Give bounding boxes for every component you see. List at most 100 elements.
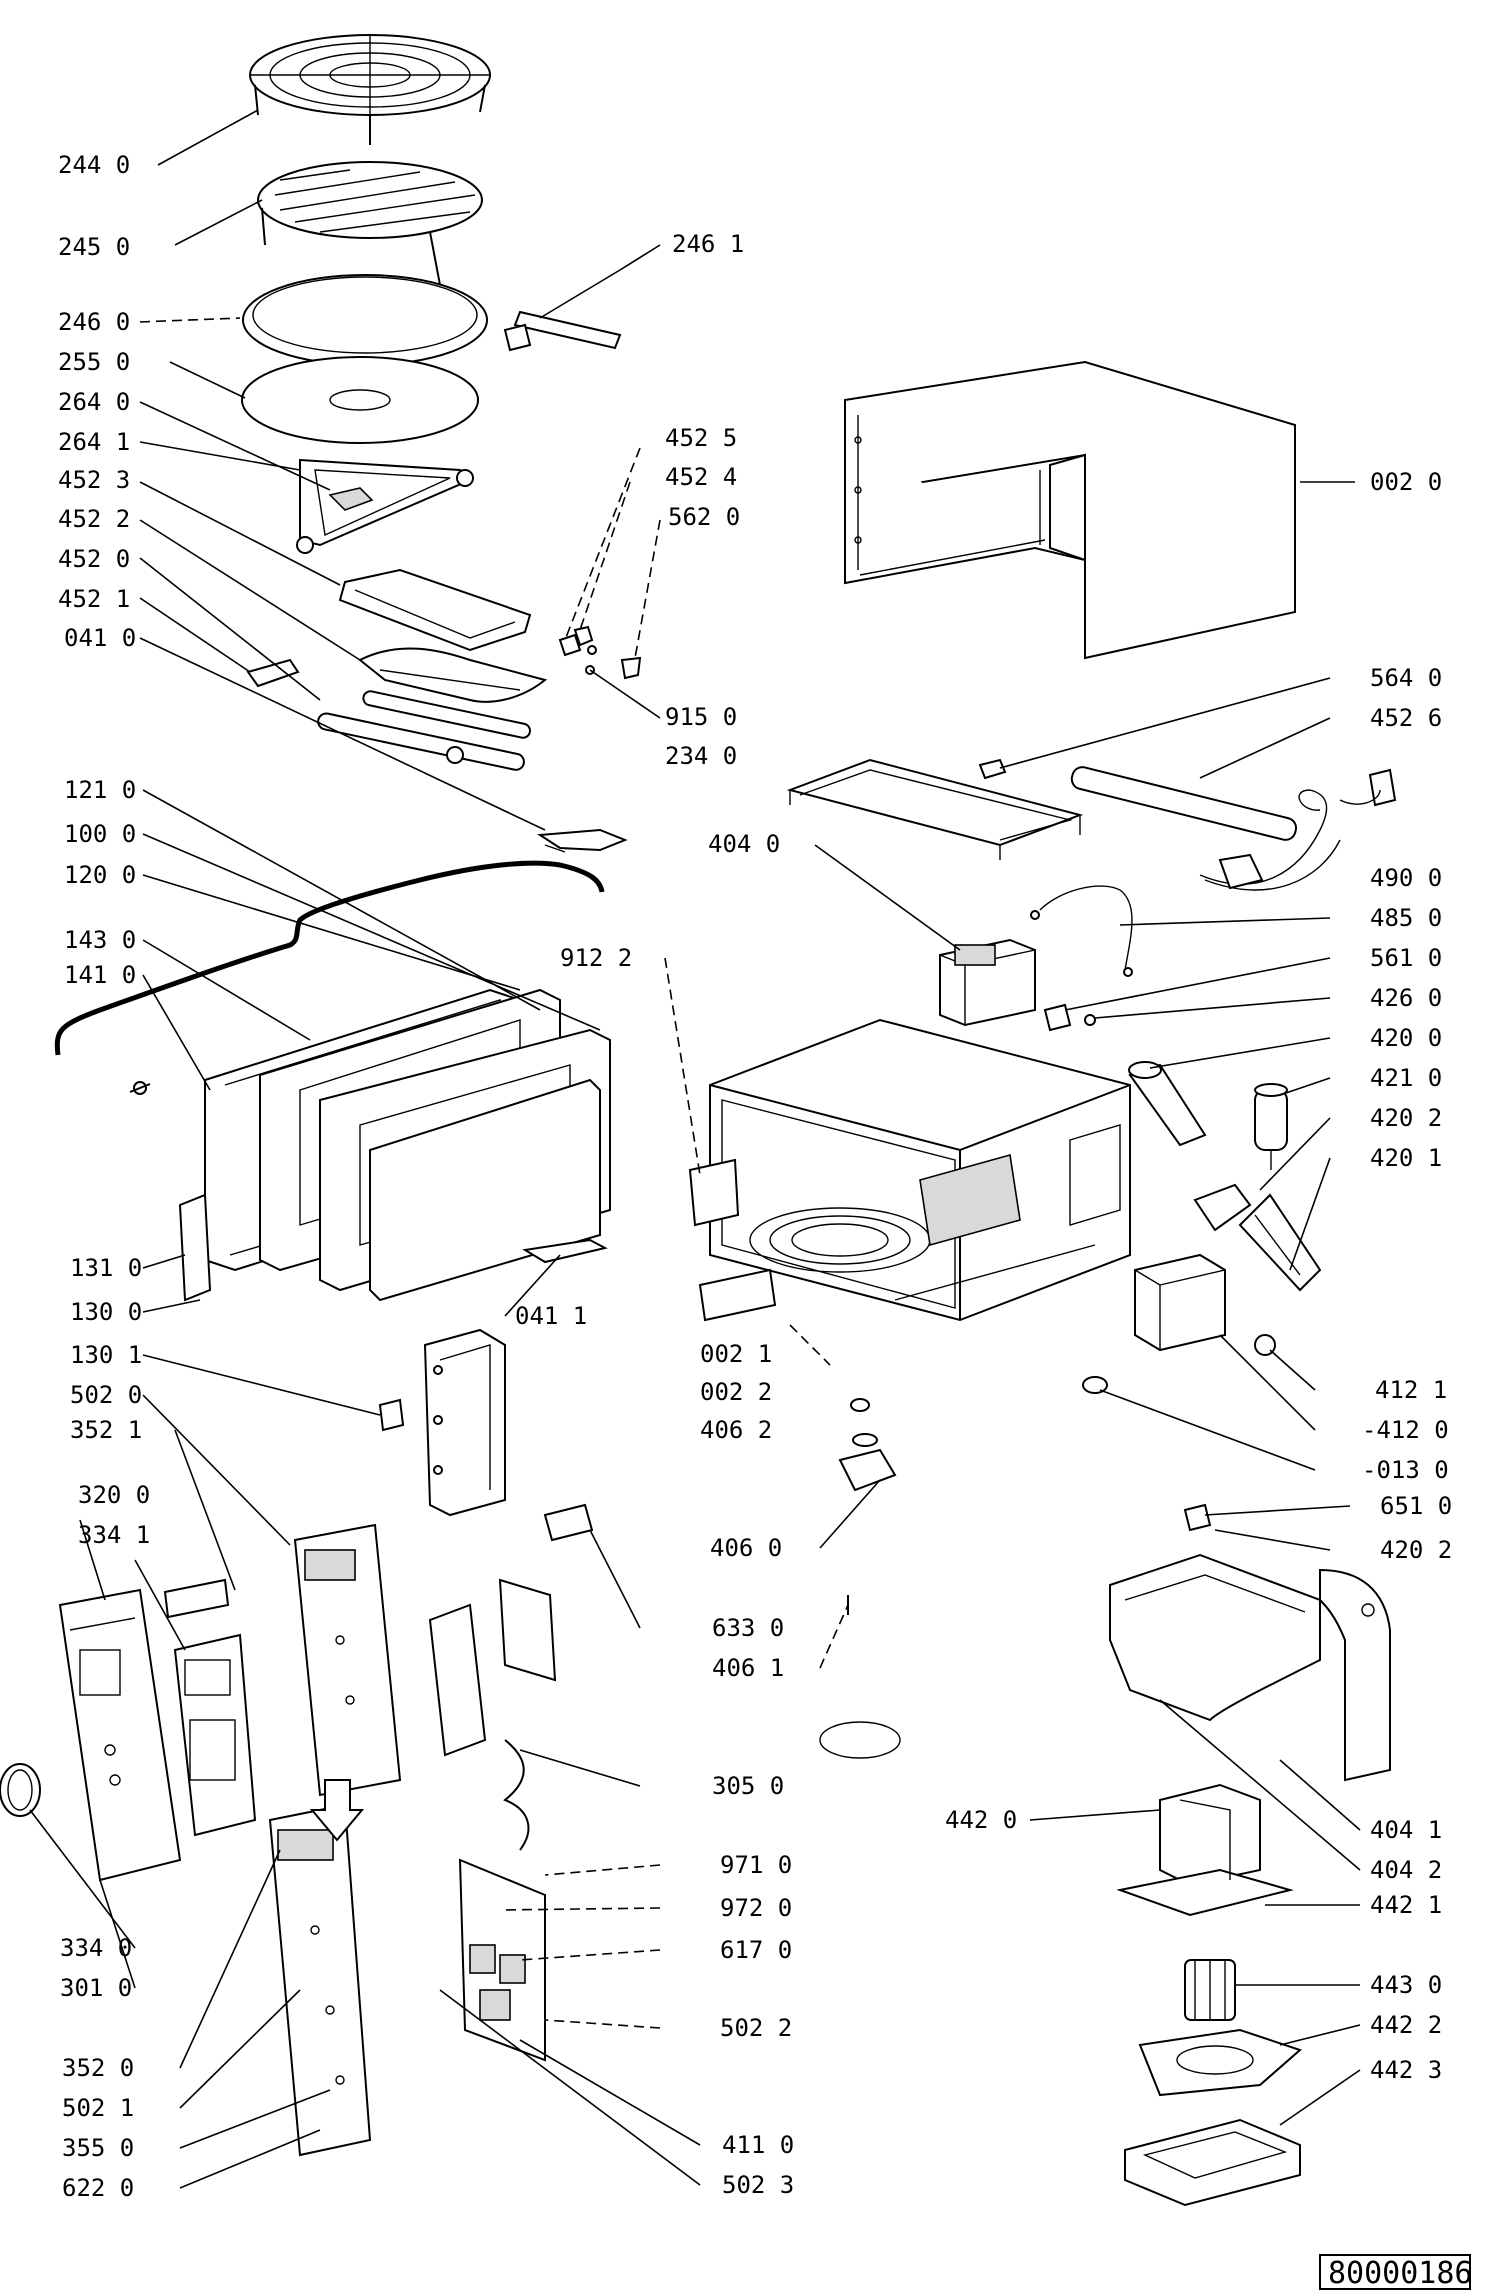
label-485-0: 485 0 — [1370, 904, 1442, 932]
label-406-0: 406 0 — [710, 1534, 782, 1562]
label-305-0: 305 0 — [712, 1772, 784, 1800]
mounting-frame-404 — [786, 758, 1084, 860]
document-number: 80000186 — [1328, 2256, 1473, 2290]
label-141-0: 141 0 — [64, 961, 136, 989]
label-264-1: 264 1 — [58, 428, 130, 456]
door-brace — [54, 860, 605, 1056]
control-panel-frame — [58, 1588, 182, 1882]
display-window — [163, 1578, 230, 1619]
label-452-6: 452 6 — [1370, 704, 1442, 732]
label-622-0: 622 0 — [62, 2174, 134, 2202]
cavity-hinge-912 — [688, 1158, 740, 1227]
fan-motor — [1116, 1783, 1294, 1917]
fan-duct — [1109, 1553, 1391, 1782]
label-561-0: 561 0 — [1370, 944, 1442, 972]
label-352-0: 352 0 — [62, 2054, 134, 2082]
label-245-0: 245 0 — [58, 233, 130, 261]
label-452-2: 452 2 — [58, 505, 130, 533]
air-filter — [1124, 2118, 1301, 2207]
label-915-0: 915 0 — [665, 703, 737, 731]
label-334-0: 334 0 — [60, 1934, 132, 1962]
label-442-3: 442 3 — [1370, 2056, 1442, 2084]
label-971-0: 971 0 — [720, 1851, 792, 1879]
stirrer-cover — [819, 1721, 901, 1759]
label-002-1: 002 1 — [700, 1340, 772, 1368]
label-246-0: 246 0 — [58, 308, 130, 336]
label-452-4: 452 4 — [665, 463, 737, 491]
twist-clip — [503, 1739, 530, 1851]
power-cord — [1199, 768, 1397, 891]
label-426-0: 426 0 — [1370, 984, 1442, 1012]
leader-lines — [29, 109, 1361, 2189]
label-617-0: 617 0 — [720, 1936, 792, 1964]
grill-tube-lower — [317, 712, 525, 771]
label-255-0: 255 0 — [58, 348, 130, 376]
part-labels: 244 0 245 0 246 0 255 0 264 0 264 1 452 … — [58, 151, 1452, 2202]
control-knob — [0, 1763, 41, 1817]
hv-transformer-base — [1134, 1253, 1226, 1352]
label-143-0: 143 0 — [64, 926, 136, 954]
label-564-0: 564 0 — [1370, 664, 1442, 692]
label-452-1: 452 1 — [58, 585, 130, 613]
label-442-2: 442 2 — [1370, 2011, 1442, 2039]
stirrer-motor — [838, 1398, 897, 1492]
fuse-clip-564 — [978, 758, 1007, 780]
label-443-0: 443 0 — [1370, 1971, 1442, 1999]
label-120-0: 120 0 — [64, 861, 136, 889]
label-404-2: 404 2 — [1370, 1856, 1442, 1884]
label-244-0: 244 0 — [58, 151, 130, 179]
door-screw — [129, 1081, 151, 1095]
switch-633 — [543, 1503, 594, 1542]
control-pcb-lower — [268, 1803, 372, 2157]
label-490-0: 490 0 — [1370, 864, 1442, 892]
relay-561 — [1043, 1003, 1096, 1032]
label-130-1: 130 1 — [70, 1341, 142, 1369]
label-320-0: 320 0 — [78, 1481, 150, 1509]
label-406-2: 406 2 — [700, 1416, 772, 1444]
interlock-bracket — [423, 1328, 506, 1517]
capacitor-420 — [1128, 1061, 1207, 1147]
label-972-0: 972 0 — [720, 1894, 792, 1922]
control-bracket-305 — [428, 1603, 487, 1757]
cavity-bracket-002 — [698, 1268, 777, 1322]
label-502-2: 502 2 — [720, 2014, 792, 2042]
fuse-651 — [1183, 1503, 1212, 1532]
label-355-0: 355 0 — [62, 2134, 134, 2162]
fan-gasket — [1138, 2028, 1302, 2097]
label-412-0: -412 0 — [1362, 1416, 1449, 1444]
label-041-1: 041 1 — [515, 1302, 587, 1330]
capacitor-421 — [1254, 1083, 1288, 1170]
fan-blade — [1184, 1959, 1236, 2021]
label-352-1: 352 1 — [70, 1416, 142, 1444]
label-121-0: 121 0 — [64, 776, 136, 804]
diode-bracket-420-1 — [1193, 1183, 1322, 1292]
label-301-0: 301 0 — [60, 1974, 132, 2002]
label-442-1: 442 1 — [1370, 1891, 1442, 1919]
label-406-1: 406 1 — [712, 1654, 784, 1682]
switch-130-1 — [378, 1398, 405, 1432]
wiring-485 — [1030, 885, 1133, 977]
label-452-3: 452 3 — [58, 466, 130, 494]
grill-rack-high — [249, 34, 491, 145]
door-latch-clip — [537, 828, 628, 853]
label-420-2: 420 2 — [1370, 1104, 1442, 1132]
roller-ring — [296, 458, 474, 554]
label-130-0: 130 0 — [70, 1298, 142, 1326]
support-bracket-246-1 — [503, 310, 622, 352]
label-246-1: 246 1 — [672, 230, 744, 258]
grill-tube-upper — [362, 690, 531, 739]
lamp-tube — [1070, 766, 1298, 841]
label-452-5: 452 5 — [665, 424, 737, 452]
door-hinge-131 — [178, 1193, 212, 1302]
label-100-0: 100 0 — [64, 820, 136, 848]
outer-cabinet — [844, 360, 1296, 660]
glass-turntable — [241, 356, 479, 444]
label-442-0: 442 0 — [945, 1806, 1017, 1834]
door-seal — [369, 1078, 601, 1302]
power-board — [458, 1858, 546, 2062]
label-912-2: 912 2 — [560, 944, 632, 972]
label-264-0: 264 0 — [58, 388, 130, 416]
control-pcb-upper — [293, 1523, 402, 1797]
grill-rack-low — [257, 161, 483, 286]
label-411-0: 411 0 — [722, 2131, 794, 2159]
